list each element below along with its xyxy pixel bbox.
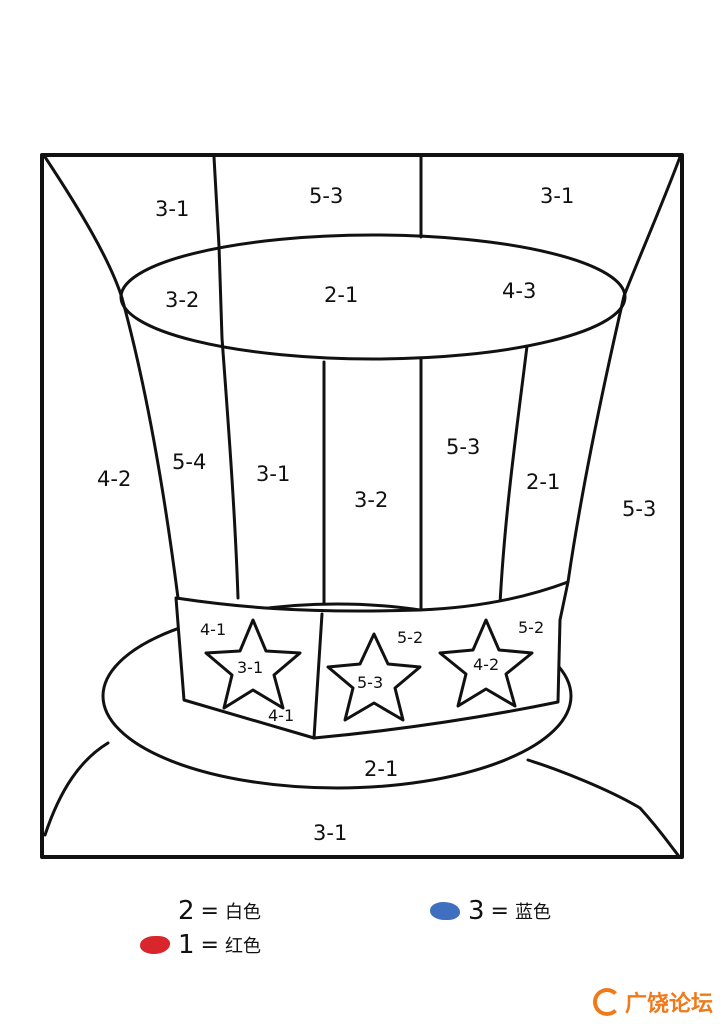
star-shape-right bbox=[438, 618, 534, 708]
blue-paint-swatch bbox=[430, 902, 460, 920]
legend-equals: = bbox=[490, 898, 509, 924]
red-paint-swatch bbox=[140, 936, 170, 954]
hat-side-left bbox=[120, 296, 180, 600]
region-label: 5-2 bbox=[518, 618, 544, 637]
stripe-line-4 bbox=[498, 344, 529, 606]
region-label: 3-2 bbox=[165, 288, 199, 312]
legend-item-red: 1 = 红色 bbox=[140, 930, 261, 960]
white-swatch bbox=[140, 902, 170, 920]
region-label: 3-2 bbox=[354, 488, 388, 512]
region-label: 5-3 bbox=[357, 673, 383, 692]
star-shape-left bbox=[204, 618, 302, 710]
legend-equals: = bbox=[200, 932, 219, 958]
region-label: 4-3 bbox=[502, 279, 536, 303]
stripe-line-1 bbox=[220, 336, 240, 600]
region-label: 3-1 bbox=[237, 658, 263, 677]
bottom-arc-left bbox=[43, 741, 110, 837]
legend-number: 3 bbox=[468, 896, 485, 926]
watermark-text: 广饶论坛 bbox=[624, 992, 713, 1017]
top-divider bbox=[217, 244, 224, 340]
region-label: 4-2 bbox=[97, 467, 131, 491]
legend-number: 1 bbox=[178, 930, 195, 960]
region-label: 3-1 bbox=[155, 197, 189, 221]
legend-item-blue: 3 = 蓝色 bbox=[430, 896, 551, 926]
watermark-logo-icon bbox=[592, 988, 621, 1016]
legend-item-white: 2 = 白色 bbox=[140, 896, 261, 926]
legend-equals: = bbox=[200, 898, 219, 924]
region-label: 5-3 bbox=[309, 184, 343, 208]
background-divider-1 bbox=[212, 155, 221, 248]
region-label: 2-1 bbox=[324, 283, 358, 307]
bottom-arc-right bbox=[526, 758, 680, 857]
region-label: 4-1 bbox=[268, 706, 294, 725]
site-watermark: 广饶论坛 bbox=[592, 986, 713, 1018]
legend-color-name: 蓝色 bbox=[514, 902, 551, 923]
region-label: 5-3 bbox=[446, 435, 480, 459]
region-label: 3-1 bbox=[256, 462, 290, 486]
region-label: 2-1 bbox=[526, 470, 560, 494]
band-divider bbox=[312, 612, 324, 740]
legend-number: 2 bbox=[178, 896, 195, 926]
region-label: 5-3 bbox=[622, 497, 656, 521]
background-diagonal-right bbox=[622, 155, 682, 298]
hat-side-right bbox=[566, 294, 626, 584]
region-label: 3-1 bbox=[313, 821, 347, 845]
region-label: 4-1 bbox=[200, 620, 226, 639]
legend-color-name: 白色 bbox=[224, 902, 261, 923]
legend-color-name: 红色 bbox=[224, 936, 261, 957]
region-label: 5-2 bbox=[397, 628, 423, 647]
region-label: 5-4 bbox=[172, 450, 206, 474]
region-label: 4-2 bbox=[473, 655, 499, 674]
background-diagonal-left bbox=[43, 155, 124, 300]
star-shape-center bbox=[326, 632, 422, 722]
region-label: 3-1 bbox=[540, 184, 574, 208]
region-label: 2-1 bbox=[364, 757, 398, 781]
